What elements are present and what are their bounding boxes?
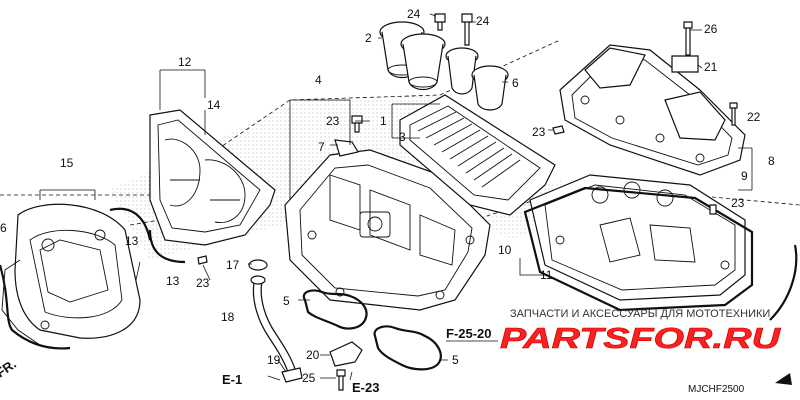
- seal-part-6-right: [769, 244, 798, 321]
- gasket-part-5-right: [373, 325, 442, 371]
- diagram-code: MJCHF2500: [688, 384, 745, 395]
- leaders-top: [378, 13, 703, 83]
- callout: 12: [178, 55, 192, 69]
- sensor-part-20: [329, 341, 363, 367]
- leaders-middle: [135, 120, 553, 281]
- seal-part-11: [523, 186, 754, 312]
- screw-part-24-right: [461, 13, 473, 46]
- velocity-stack-part-2b: [400, 33, 446, 91]
- bracket-4: [289, 99, 351, 200]
- callout: 2: [365, 31, 372, 45]
- callout: 6: [0, 221, 7, 235]
- callout: 9: [741, 169, 748, 183]
- bolt-part-25: [336, 369, 346, 391]
- callout: 26: [704, 22, 718, 36]
- callout: 10: [498, 243, 512, 257]
- callout: 14: [207, 98, 221, 112]
- grommet-part-17: [248, 259, 268, 271]
- ref-f-25-20: F-25-20: [446, 326, 492, 341]
- callout: 23: [731, 196, 745, 210]
- callout: 17: [226, 258, 240, 272]
- callout: 23: [326, 114, 340, 128]
- callout: 21: [704, 60, 718, 74]
- callout: 1: [380, 114, 387, 128]
- hose-part-13-lower: [148, 229, 186, 264]
- callout: 22: [747, 110, 761, 124]
- velocity-stack-part-6-left: [445, 47, 479, 95]
- hose-end-fitting: [250, 275, 266, 285]
- callout: 23: [532, 125, 546, 139]
- air-cleaner-case-part-4: [284, 149, 491, 311]
- bracket-8-9: [738, 147, 753, 191]
- callout: 11: [540, 268, 553, 282]
- callout: 24: [407, 7, 421, 21]
- watermark-caption: ЗАПЧАСТИ И АКСЕССУАРЫ ДЛЯ МОТОТЕХНИКИ: [510, 308, 770, 320]
- ref-e-23: E-23: [352, 380, 379, 395]
- breather-hose-inner: [254, 281, 296, 374]
- screw-part-26: [683, 21, 693, 56]
- air-funnel-part-14: [149, 109, 276, 246]
- ref-arrow-e1: [267, 375, 281, 381]
- callout: 19: [267, 353, 281, 367]
- callout: 6: [512, 76, 519, 90]
- callout: 7: [318, 140, 325, 154]
- lower-housing-part-10: [529, 174, 746, 301]
- ref-arrow-e23: [349, 371, 353, 381]
- callout: 20: [306, 348, 320, 362]
- screw-part-23-middle: [552, 125, 565, 135]
- air-cleaner-cover-part-8: [559, 44, 746, 176]
- inlet-housing-part-15: [1, 203, 141, 346]
- bracket-15: [39, 189, 96, 200]
- front-arrow-icon: [775, 373, 792, 385]
- screw-part-23-left: [197, 255, 208, 265]
- callout: 25: [302, 371, 316, 385]
- callout: 24: [476, 14, 490, 28]
- ref-e-1: E-1: [222, 372, 242, 387]
- bracket-12: [159, 69, 206, 110]
- callout: 4: [315, 73, 322, 87]
- clip-part-7: [334, 139, 359, 157]
- callout: 5: [452, 353, 459, 367]
- callout: 5: [283, 294, 290, 308]
- screw-part-23-upper-right: [729, 102, 738, 126]
- leaders-bottom: [277, 299, 448, 379]
- seal-part-6-left: [0, 264, 71, 350]
- screw-part-23-right: [709, 204, 717, 215]
- callout: 18: [221, 310, 235, 324]
- callout-labels: 24 24 2 6 12 14 4 1 3 23 7 23 15 13 13 2…: [0, 7, 775, 385]
- callout: 3: [399, 130, 406, 144]
- velocity-stack-part-6-right: [471, 65, 509, 111]
- leader-10-11: [519, 258, 545, 276]
- bracket-1-3: [391, 103, 440, 139]
- front-marker-left: FR.: [0, 356, 19, 380]
- screw-part-22: [351, 115, 363, 133]
- callout: 13: [125, 234, 139, 248]
- callout: 15: [60, 156, 74, 170]
- screw-part-24-left: [434, 13, 446, 31]
- callout: 13: [166, 274, 180, 288]
- hose-part-13-upper: [109, 207, 152, 241]
- sensor-part-21: [671, 55, 699, 73]
- gasket-part-5-left: [302, 289, 368, 330]
- hose-clip-part-19: [281, 367, 303, 383]
- filter-element-part-1: [399, 94, 556, 216]
- callout: 23: [196, 276, 210, 290]
- watermark-logo: PARTSFOR.RU: [500, 323, 781, 355]
- callout: 8: [768, 154, 775, 168]
